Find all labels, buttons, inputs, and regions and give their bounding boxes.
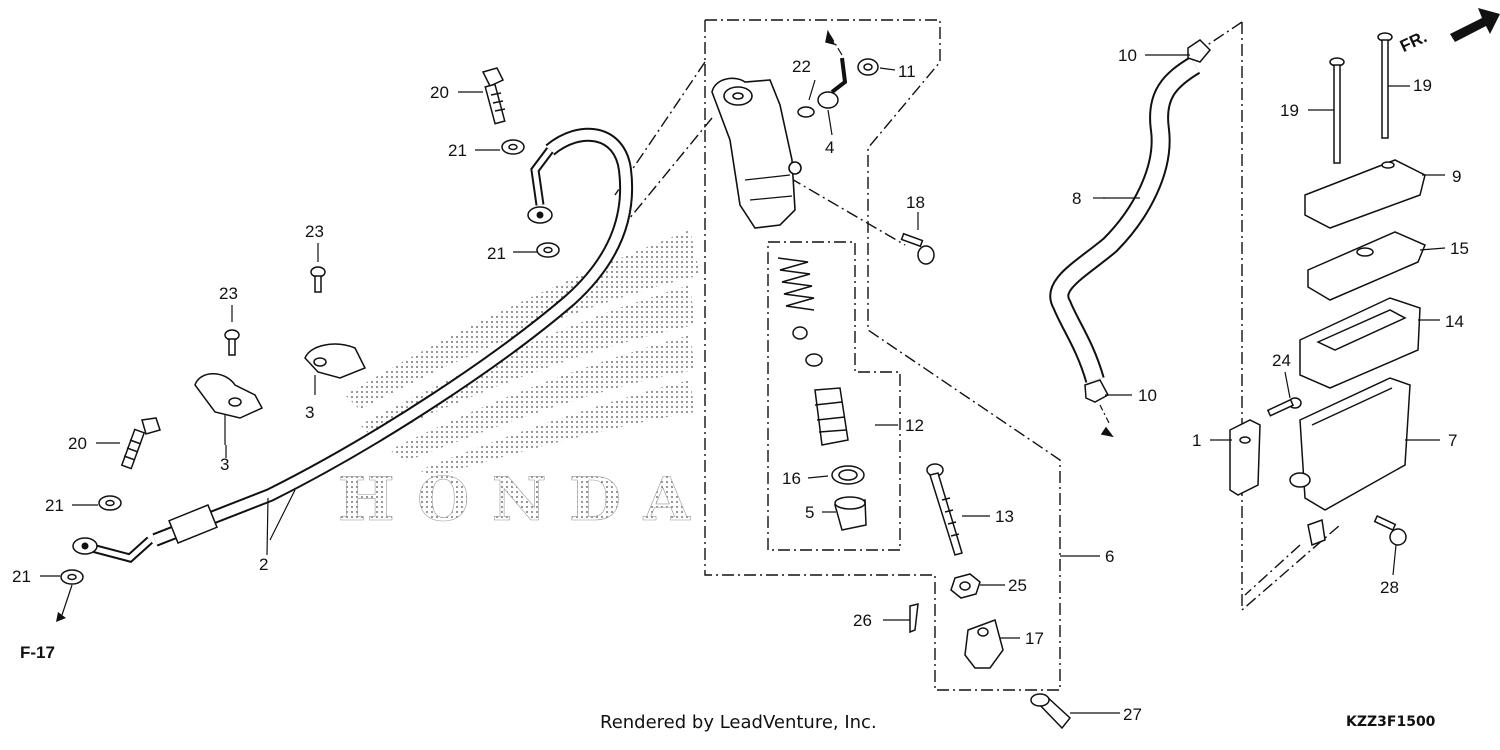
callout-1: 1 bbox=[1192, 431, 1201, 450]
reference-label: F-17 bbox=[20, 643, 55, 662]
callout-26: 26 bbox=[853, 611, 872, 630]
render-credit: Rendered by LeadVenture, Inc. bbox=[600, 712, 877, 733]
diaphragm-14 bbox=[1299, 297, 1421, 389]
plate-15 bbox=[1307, 231, 1426, 301]
callout-14: 14 bbox=[1445, 312, 1464, 331]
callout-21-d: 21 bbox=[12, 567, 31, 586]
callout-24: 24 bbox=[1272, 351, 1291, 370]
callout-23-right: 23 bbox=[305, 222, 324, 241]
callout-2: 2 bbox=[259, 555, 268, 574]
callout-21-b: 21 bbox=[487, 244, 506, 263]
callout-20-lower: 20 bbox=[68, 434, 87, 453]
cap-bolts-19 bbox=[1329, 32, 1393, 164]
callout-16: 16 bbox=[782, 469, 801, 488]
honda-wing-watermark: HONDA bbox=[338, 230, 700, 535]
callout-19-right: 19 bbox=[1413, 76, 1432, 95]
reservoir-cap-9 bbox=[1304, 159, 1426, 229]
callout-labels: 1 2 3 3 4 5 6 7 8 9 10 10 11 12 13 14 15… bbox=[12, 46, 1469, 724]
callout-17: 17 bbox=[1025, 629, 1044, 648]
callout-19-left: 19 bbox=[1280, 101, 1299, 120]
reference-arrow-icon bbox=[56, 612, 66, 622]
lock-nut-25 bbox=[950, 573, 981, 599]
brake-hose bbox=[72, 127, 634, 563]
callout-3-right: 3 bbox=[305, 403, 314, 422]
callout-5: 5 bbox=[805, 503, 814, 522]
cotter-pin-26 bbox=[909, 603, 919, 634]
callout-11: 11 bbox=[898, 62, 916, 81]
joint-pin-27 bbox=[1030, 693, 1072, 730]
screws-23 bbox=[224, 266, 326, 356]
screw-24 bbox=[1266, 397, 1302, 417]
callout-28: 28 bbox=[1380, 578, 1399, 597]
callout-7: 7 bbox=[1448, 431, 1457, 450]
bolt-20-upper bbox=[481, 67, 506, 125]
push-rod-13 bbox=[926, 463, 963, 556]
callout-18: 18 bbox=[906, 193, 925, 212]
honda-watermark-text: HONDA bbox=[338, 465, 691, 535]
bolt-18 bbox=[900, 232, 935, 265]
callout-6: 6 bbox=[1105, 547, 1114, 566]
joint-17 bbox=[964, 619, 1004, 669]
callout-23-left: 23 bbox=[219, 284, 238, 303]
callout-9: 9 bbox=[1452, 167, 1461, 186]
hose-clamp-3-right bbox=[304, 343, 367, 395]
callout-15: 15 bbox=[1450, 239, 1469, 258]
hose-clips-10 bbox=[1084, 39, 1212, 438]
callout-20-upper: 20 bbox=[430, 83, 449, 102]
washers-21 bbox=[60, 139, 560, 585]
callout-10-lower: 10 bbox=[1138, 386, 1157, 405]
callout-3-left: 3 bbox=[220, 455, 229, 474]
callout-27: 27 bbox=[1123, 705, 1142, 724]
callout-12: 12 bbox=[905, 416, 924, 435]
bolt-28 bbox=[1373, 515, 1407, 546]
callout-21-c: 21 bbox=[45, 496, 64, 515]
callout-25: 25 bbox=[1008, 576, 1027, 595]
callout-22: 22 bbox=[792, 57, 811, 76]
callout-4: 4 bbox=[825, 138, 834, 157]
bolt-20-lower bbox=[120, 417, 161, 470]
callout-21-a: 21 bbox=[448, 141, 467, 160]
front-direction-arrow-icon bbox=[1450, 8, 1500, 42]
seal-22 bbox=[797, 106, 815, 118]
reservoir-stay-1 bbox=[1229, 419, 1261, 496]
callout-10-upper: 10 bbox=[1118, 46, 1137, 65]
master-cylinder-body bbox=[711, 77, 802, 229]
diagram-code: KZZ3F1500 bbox=[1346, 714, 1436, 730]
nut-11 bbox=[857, 58, 879, 76]
piston-kit-12 bbox=[777, 257, 867, 531]
leader-lines bbox=[40, 54, 1446, 714]
callout-8: 8 bbox=[1072, 189, 1081, 208]
joint-4 bbox=[817, 29, 848, 109]
reservoir-hose-8 bbox=[1049, 56, 1201, 383]
reservoir-body-7 bbox=[1289, 377, 1411, 547]
hose-clamp-3-left bbox=[194, 373, 264, 445]
callout-13: 13 bbox=[995, 507, 1014, 526]
